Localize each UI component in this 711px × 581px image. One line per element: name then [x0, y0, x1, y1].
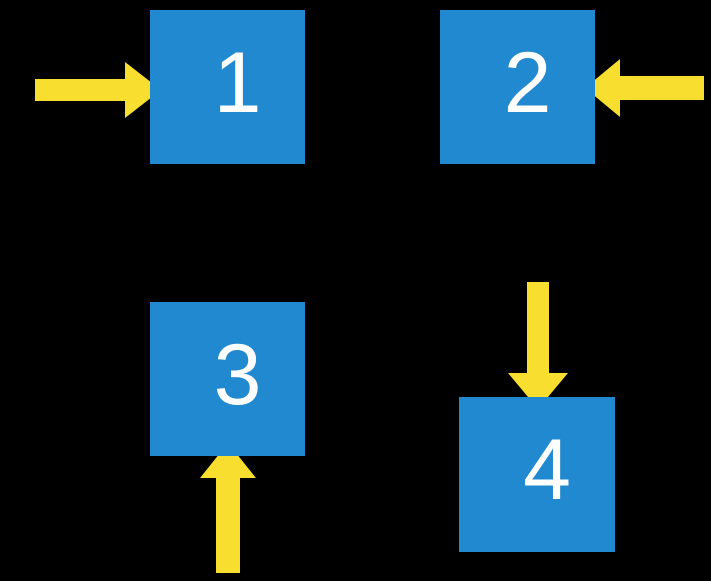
arrow-down-icon: [508, 282, 568, 409]
node-label-2: 2: [503, 35, 552, 131]
node-box-3[interactable]: 3: [150, 302, 305, 456]
node-label-3: 3: [213, 327, 262, 423]
node-label-1: 1: [213, 35, 262, 131]
node-box-1[interactable]: 1: [150, 10, 305, 164]
arrow-left-into-node-2[interactable]: [585, 58, 704, 118]
arrow-up-into-node-3[interactable]: [200, 443, 256, 573]
arrow-up-icon: [200, 443, 256, 573]
arrow-down-into-node-4[interactable]: [508, 282, 568, 409]
arrow-right-icon: [35, 62, 161, 118]
node-box-2[interactable]: 2: [440, 10, 595, 164]
node-box-4[interactable]: 4: [459, 397, 615, 552]
arrow-left-icon: [585, 59, 704, 117]
arrow-right-into-node-1[interactable]: [35, 60, 161, 120]
node-label-4: 4: [523, 422, 571, 518]
